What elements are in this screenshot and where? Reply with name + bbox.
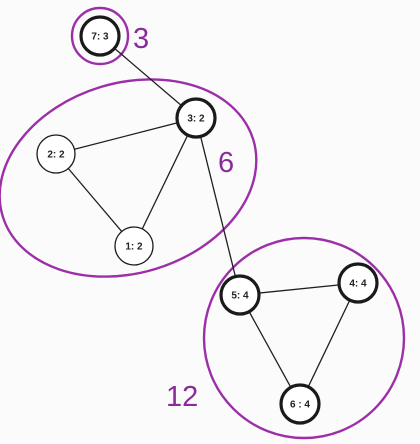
group-ellipse-7: [70, 6, 130, 66]
edge-2-1: [55, 153, 135, 247]
group-label-7: 3: [133, 23, 149, 55]
group-label-1-2-3: 6: [218, 147, 234, 179]
edge-5-6: [239, 294, 301, 405]
edge-3-2: [55, 117, 197, 155]
node-5: 5: 4: [219, 274, 261, 316]
node-4: 4: 4: [337, 262, 379, 304]
node-1: 1: 2: [114, 226, 154, 266]
group-ellipse-4-5-6: [202, 236, 406, 440]
node-7: 7: 3: [79, 15, 121, 57]
node-label-6: 6 : 4: [290, 400, 310, 411]
edge-3-1: [133, 117, 197, 247]
groups-layer: 3 6 12: [0, 6, 406, 440]
edge-7-3: [99, 35, 197, 119]
node-6: 6 : 4: [279, 383, 321, 425]
group-label-4-5-6: 12: [166, 381, 198, 413]
node-label-1: 1: 2: [125, 242, 143, 253]
node-3: 3: 2: [175, 97, 217, 139]
nodes-layer: 7: 3 3: 2 2: 2 1: 2 5: 4 4: 4 6 : 4: [36, 15, 379, 425]
node-label-2: 2: 2: [47, 150, 65, 161]
edge-4-6: [299, 282, 359, 405]
node-2: 2: 2: [36, 134, 76, 174]
node-label-3: 3: 2: [187, 114, 205, 125]
node-label-4: 4: 4: [349, 279, 367, 290]
edge-3-5: [195, 117, 241, 296]
node-label-7: 7: 3: [91, 32, 109, 43]
group-ellipse-1-2-3: [0, 78, 258, 278]
node-label-5: 5: 4: [231, 291, 249, 302]
